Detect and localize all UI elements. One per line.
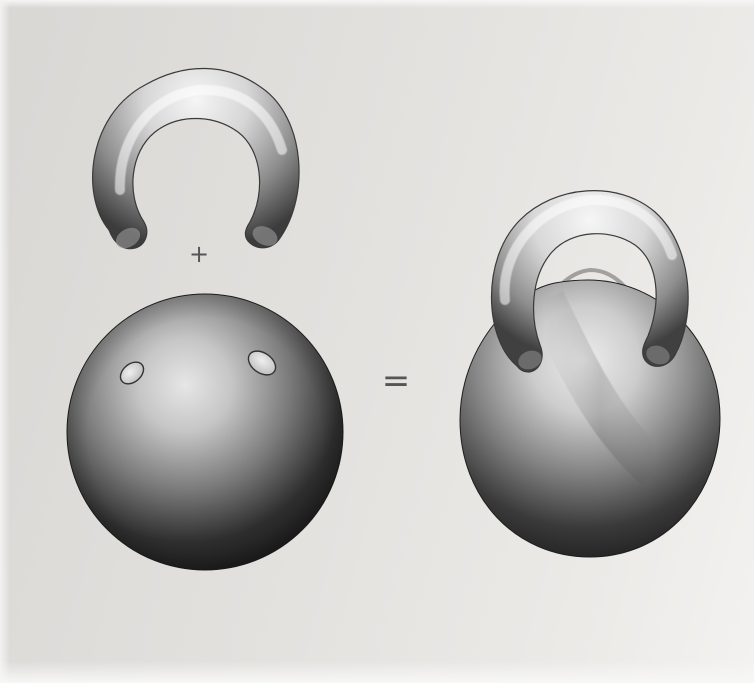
plus-sign: + — [189, 240, 209, 268]
c-ring-part — [93, 68, 299, 252]
equals-sign: = — [382, 361, 411, 401]
sphere-part — [67, 294, 343, 570]
result-sphere-with-ring — [460, 191, 720, 557]
sphere-rim-light — [67, 294, 343, 570]
